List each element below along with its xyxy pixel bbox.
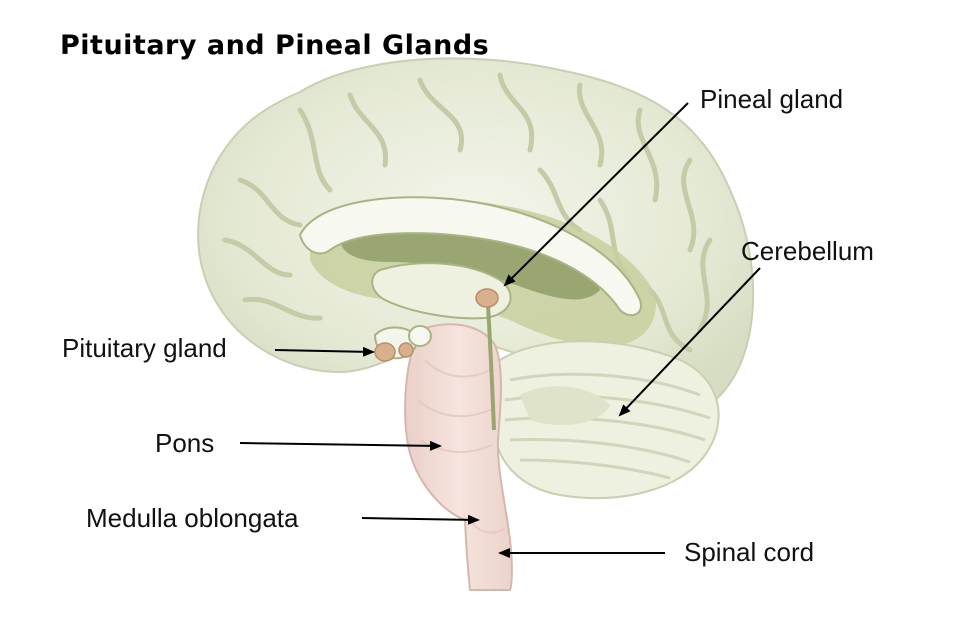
corpus-callosum xyxy=(298,196,642,317)
cerebral-aqueduct xyxy=(486,304,496,431)
pituitary-gland-leader xyxy=(274,346,375,357)
cerebellum-shape xyxy=(492,340,720,499)
pineal-gland-leader xyxy=(503,102,689,287)
label-cerebellum: Cerebellum xyxy=(741,236,874,266)
pituitary-gland-shape xyxy=(374,342,396,362)
thalamus xyxy=(371,262,512,320)
pons-leader xyxy=(239,440,442,451)
leader-lines xyxy=(239,102,761,558)
label-pineal-gland: Pineal gland xyxy=(700,84,844,114)
cerebellum-leader xyxy=(618,267,761,417)
label-spinal-cord: Spinal cord xyxy=(684,537,815,567)
medulla-oblongata-leader xyxy=(361,514,480,525)
label-pituitary-gland: Pituitary gland xyxy=(62,333,227,363)
pineal-gland-shape xyxy=(475,288,499,308)
gyri-lines xyxy=(222,72,713,353)
pituitary-region xyxy=(373,325,432,362)
brainstem-shape xyxy=(404,323,513,591)
diagram-title: Pituitary and Pineal Glands xyxy=(60,30,490,61)
label-pons: Pons xyxy=(155,428,215,458)
label-medulla-oblongata: Medulla oblongata xyxy=(86,503,299,533)
